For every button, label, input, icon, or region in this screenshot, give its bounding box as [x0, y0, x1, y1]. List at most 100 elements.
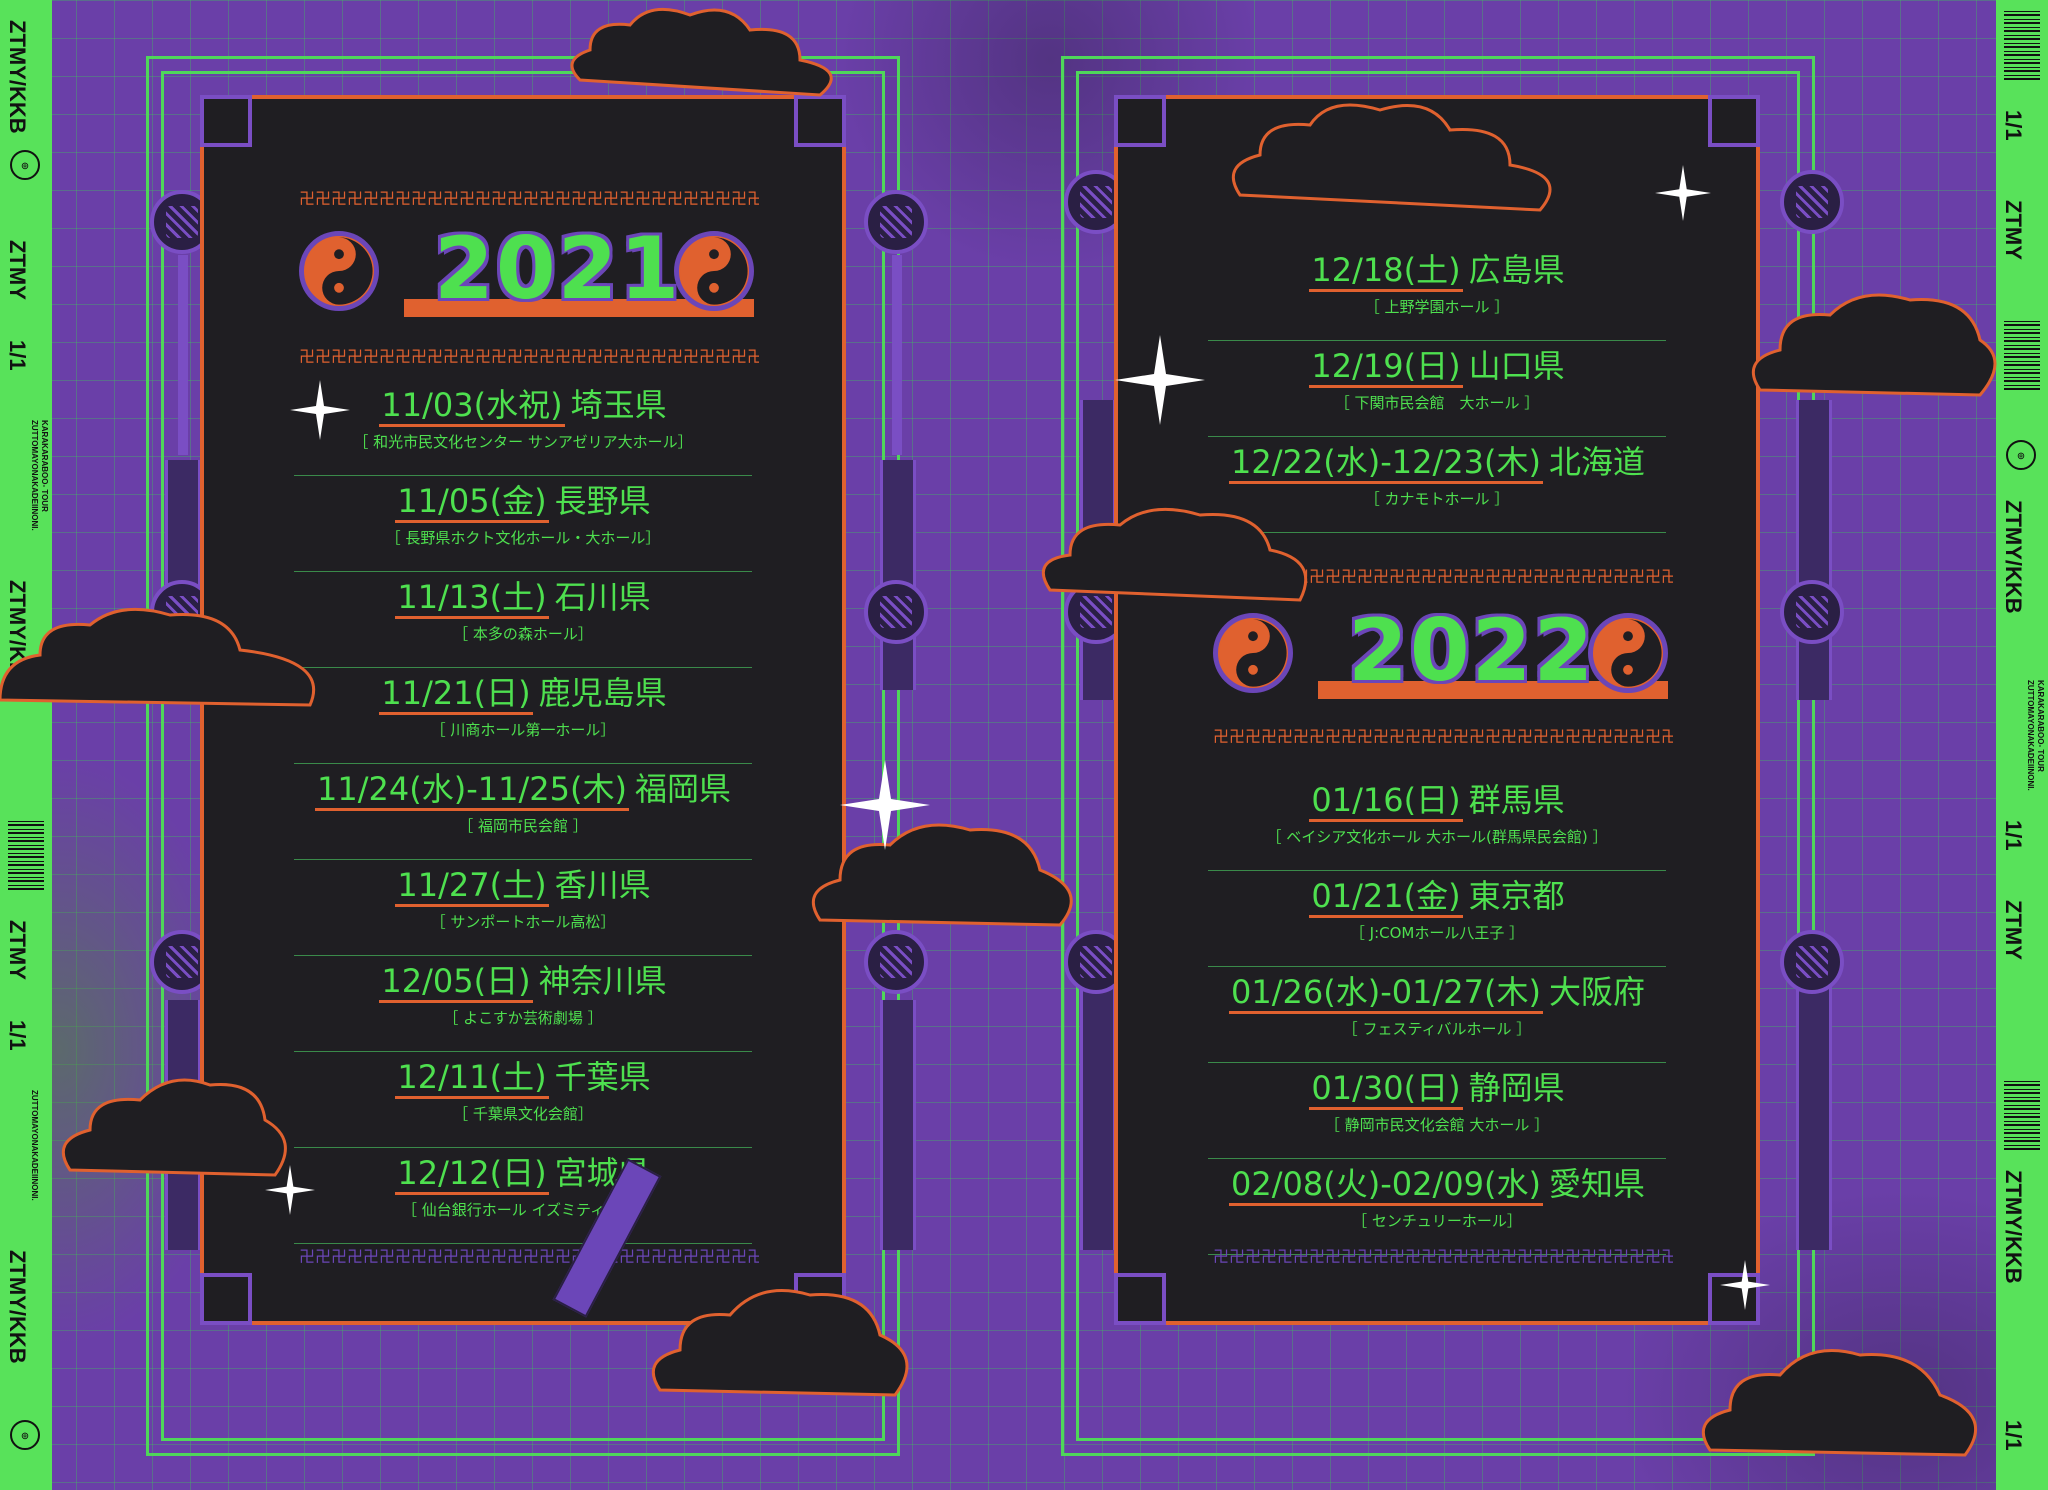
- prefecture-text: 愛知県: [1548, 1165, 1645, 1203]
- tassel: [892, 255, 902, 455]
- date-text: 01/26(水)-01/27(木): [1229, 973, 1543, 1014]
- barcode-icon: [8, 820, 44, 890]
- cloud-icon: [1701, 1349, 1977, 1457]
- sparkle-icon: [840, 760, 930, 850]
- strip-count-r2: 1/1: [2001, 820, 2026, 851]
- cloud-icon: [1041, 507, 1308, 602]
- venue-text: ［ フェスティバルホール ］: [1342, 1020, 1532, 1038]
- pillar: [880, 460, 916, 690]
- list-item: 01/30(日)静岡県 ［ 静岡市民文化会館 大ホール ］: [1208, 1062, 1666, 1159]
- schedule-panel-2022: 12/18(土)広島県［ 上野学園ホール ］12/19(日)山口県［ 下関市民会…: [1114, 95, 1760, 1325]
- corner-ornament: [1708, 1273, 1760, 1325]
- venue-text: ［ ベイシア文化ホール 大ホール(群馬県民会館) ］: [1266, 828, 1608, 846]
- prefecture-text: 北海道: [1548, 443, 1645, 481]
- date-line: 02/08(火)-02/09(水)愛知県: [1208, 1164, 1666, 1206]
- strip-title-r2: ZTMY/KKB: [2001, 1170, 2026, 1284]
- date-text: 11/27(土): [395, 866, 549, 907]
- right-panel-frame: [1061, 56, 1815, 1456]
- venue-text: ［ 仙台銀行ホール イズミティ21 ］: [401, 1201, 645, 1219]
- meander-border: 卍卍卍卍卍卍卍卍卍卍卍卍卍卍卍卍卍卍卍卍卍卍卍卍卍卍卍卍卍: [1213, 729, 1673, 745]
- strip-badge-text-2: ZTMY: [5, 920, 30, 980]
- list-item: 12/05(日)神奈川県［ よこすか芸術劇場 ］: [294, 955, 752, 1052]
- strip-line2-r: KARAKARABOO- TOUR: [2036, 680, 2045, 772]
- sparkle-icon: [1655, 165, 1711, 221]
- chinese-knot-icon: [1780, 930, 1844, 994]
- date-text: 11/13(土): [395, 578, 549, 619]
- venue-text: ［ J:COMホール八王子 ］: [1349, 924, 1525, 942]
- prefecture-text: 東京都: [1468, 877, 1565, 915]
- strip-count-2: 1/1: [5, 1020, 30, 1051]
- strip-count-r: 1/1: [2001, 110, 2026, 141]
- date-text: 12/22(水)-12/23(木): [1229, 443, 1543, 484]
- corner-ornament: [794, 95, 846, 147]
- strip-seal-icon-r: ◎: [2006, 440, 2036, 470]
- strip-line1-2: ZUTTOMAYONAKADEIINONI.: [30, 1090, 39, 1201]
- prefecture-text: 埼玉県: [570, 386, 667, 424]
- date-line: 12/12(日)宮城県: [294, 1153, 752, 1195]
- pillar: [880, 1000, 916, 1250]
- list-item: 11/05(金)長野県［ 長野県ホクト文化ホール・大ホール］: [294, 475, 752, 572]
- date-line: 11/13(土)石川県: [294, 577, 752, 619]
- date-text: 01/30(日): [1309, 1069, 1463, 1110]
- right-side-strip: 1/1 ZTMY ◎ ZTMY/KKB ZUTTOMAYONAKADEIINON…: [1996, 0, 2048, 1490]
- prefecture-text: 山口県: [1468, 347, 1565, 385]
- pillar: [1796, 950, 1832, 1250]
- strip-seal-icon: ◎: [10, 150, 40, 180]
- list-item: 11/21(日)鹿児島県 ［ 川商ホール第一ホール］: [294, 667, 752, 764]
- prefecture-text: 長野県: [554, 482, 651, 520]
- year-title-2022: 2022: [1318, 599, 1668, 721]
- pillar: [1796, 400, 1832, 700]
- venue-text: ［ 静岡市民文化会館 大ホール ］: [1324, 1116, 1550, 1134]
- meander-border-bottom: 卍卍卍卍卍卍卍卍卍卍卍卍卍卍卍卍卍卍卍卍卍卍卍卍卍卍卍卍卍: [299, 1249, 759, 1265]
- venue-text: ［ 和光市民文化センター サンアゼリア大ホール］: [353, 433, 693, 451]
- barcode-icon-right-3: [2004, 1080, 2040, 1150]
- date-text: 11/21(日): [379, 674, 533, 715]
- cloud-icon: [1751, 293, 1997, 397]
- cloud-icon: [0, 607, 316, 707]
- date-line: 01/30(日)静岡県: [1208, 1068, 1666, 1110]
- list-item: 11/27(土)香川県［ サンポートホール高松］: [294, 859, 752, 956]
- cloud-icon: [1231, 103, 1552, 212]
- list-item: 02/08(火)-02/09(水)愛知県 ［ センチュリーホール］: [1208, 1158, 1666, 1255]
- venue-text: ［ センチュリーホール］: [1352, 1212, 1522, 1230]
- strip-title-3: ZTMY/KKB: [5, 1250, 30, 1364]
- strip-line1: ZUTTOMAYONAKADEIINONI.: [30, 420, 39, 531]
- date-line: 11/21(日)鹿児島県: [294, 673, 752, 715]
- list-item: 11/24(水)-11/25(木)福岡県［ 福岡市民会館 ］: [294, 763, 752, 860]
- list-item: 12/12(日)宮城県 ［ 仙台銀行ホール イズミティ21 ］: [294, 1147, 752, 1244]
- list-item: 12/22(水)-12/23(木)北海道［ カナモトホール ］: [1208, 436, 1666, 533]
- left-panel-frame: [146, 56, 900, 1456]
- date-text: 11/24(水)-11/25(木): [315, 770, 629, 811]
- schedule-panel-2021: 卍卍卍卍卍卍卍卍卍卍卍卍卍卍卍卍卍卍卍卍卍卍卍卍卍卍卍卍卍 2021 卍卍卍卍卍…: [200, 95, 846, 1325]
- strip-count-r3: 1/1: [2001, 1420, 2026, 1451]
- corner-ornament: [200, 1273, 252, 1325]
- year-underline: [1318, 681, 1668, 699]
- pillar: [1080, 950, 1116, 1250]
- date-text: 12/18(土): [1309, 251, 1463, 292]
- chinese-knot-icon: [864, 190, 928, 254]
- cloud-icon: [61, 1078, 287, 1177]
- date-line: 11/03(水祝)埼玉県: [294, 385, 752, 427]
- date-text: 12/12(日): [395, 1154, 549, 1195]
- corner-ornament: [1114, 95, 1166, 147]
- list-item: 11/03(水祝)埼玉県 ［ 和光市民文化センター サンアゼリア大ホール］: [294, 379, 752, 476]
- date-line: 11/27(土)香川県: [294, 865, 752, 907]
- venue-text: ［ 長野県ホクト文化ホール・大ホール］: [385, 529, 661, 547]
- prefecture-text: 静岡県: [1468, 1069, 1565, 1107]
- list-item: 12/19(日)山口県［ 下関市民会館 大ホール ］: [1208, 340, 1666, 437]
- cloud-icon: [651, 1289, 909, 1397]
- venue-text: ［ 川商ホール第一ホール］: [430, 721, 616, 739]
- chinese-knot-icon: [1780, 580, 1844, 644]
- strip-badge-text-r: ZTMY: [2001, 200, 2026, 260]
- tassel: [178, 255, 188, 455]
- prefecture-text: 福岡県: [634, 770, 731, 808]
- sparkle-icon: [1720, 1260, 1770, 1310]
- date-line: 12/22(水)-12/23(木)北海道: [1208, 442, 1666, 484]
- venue-text: ［ 本多の森ホール］: [453, 625, 593, 643]
- list-item: 11/13(土)石川県 ［ 本多の森ホール］: [294, 571, 752, 668]
- year-text: 2022: [1346, 599, 1596, 703]
- list-item: 12/18(土)広島県［ 上野学園ホール ］: [1208, 244, 1666, 341]
- prefecture-text: 群馬県: [1468, 781, 1565, 819]
- venue-text: ［ 千葉県文化会館］: [453, 1105, 593, 1123]
- chinese-knot-icon: [1780, 170, 1844, 234]
